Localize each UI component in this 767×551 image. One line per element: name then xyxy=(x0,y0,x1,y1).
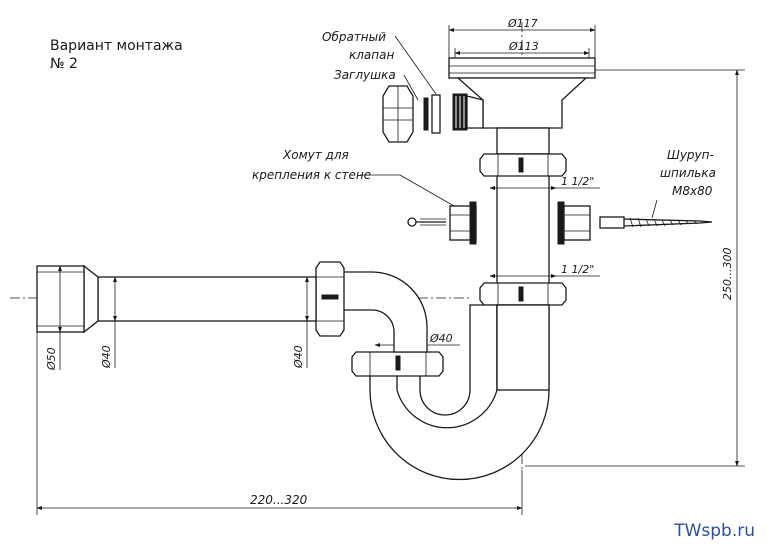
plug-label: Заглушка xyxy=(334,68,396,82)
screw-leader xyxy=(651,199,658,219)
length-dimension: 220...320 xyxy=(36,332,523,515)
sink-flange xyxy=(448,57,596,155)
variant-title-line2: № 2 xyxy=(50,56,78,72)
height-dimension: 250...300 xyxy=(525,69,745,467)
bend-nut xyxy=(315,261,345,337)
dimension-d40-mid: Ø40 xyxy=(292,276,309,369)
check-valve-leader xyxy=(394,35,437,95)
clamp-leader-diagonal xyxy=(399,174,455,207)
screw-label-line2: шпилька xyxy=(660,166,716,180)
outlet-socket xyxy=(36,265,85,333)
horizontal-pipe xyxy=(97,276,317,322)
thread-dimension-lower-label: 1 1/2" xyxy=(561,263,594,276)
check-valve-label-line2: клапан xyxy=(349,48,394,62)
thread-dimension-lower: 1 1/2" xyxy=(489,263,600,278)
clamp-label-line1: Хомут для xyxy=(282,148,349,162)
height-dimension-label: 250...300 xyxy=(721,248,734,300)
thread-dimension-upper-label: 1 1/2" xyxy=(561,175,594,188)
vertical-pipe-lower xyxy=(496,304,550,391)
plug-leader xyxy=(403,74,419,101)
dimension-d40-left-label: Ø40 xyxy=(100,345,113,369)
clamp-bolt xyxy=(407,217,446,227)
screw-stud xyxy=(599,216,713,229)
variant-title-line1: Вариант монтажа xyxy=(50,38,183,54)
check-valve-label-line1: Обратный xyxy=(322,30,386,44)
dimension-d40-outlet-label: Ø40 xyxy=(429,332,453,345)
check-valve-ring xyxy=(423,94,441,134)
dimension-d117: Ø117 xyxy=(448,17,596,58)
lower-union-nut xyxy=(479,282,567,306)
dimension-d113-label: Ø113 xyxy=(508,40,539,53)
dimension-d117-label: Ø117 xyxy=(507,17,538,30)
upper-union-nut xyxy=(479,153,567,177)
dimension-d113: Ø113 xyxy=(454,40,590,58)
dimension-d50-label: Ø50 xyxy=(45,347,58,371)
variant-title: Вариант монтажа № 2 xyxy=(50,37,183,73)
outlet-bend xyxy=(339,271,428,353)
thread-dimension-upper: 1 1/2" xyxy=(489,175,600,190)
watermark: TWspb.ru xyxy=(674,521,755,541)
overflow-spigot xyxy=(452,93,484,131)
pipe-reducer xyxy=(83,264,99,334)
dimension-d40-mid-label: Ø40 xyxy=(292,345,305,369)
overflow-plug xyxy=(382,85,414,143)
screw-label-line3: М8х80 xyxy=(672,184,713,198)
screw-label-line1: Шуруп- xyxy=(667,148,714,162)
dimension-d50: Ø50 xyxy=(45,265,62,371)
trap-outlet-nut xyxy=(351,351,444,377)
wall-clamp-right xyxy=(557,201,591,245)
clamp-label-line2: крепления к стене xyxy=(252,168,371,182)
dimension-d40-left: Ø40 xyxy=(100,276,117,369)
wall-clamp xyxy=(449,201,477,245)
length-dimension-label: 220...320 xyxy=(250,493,308,507)
